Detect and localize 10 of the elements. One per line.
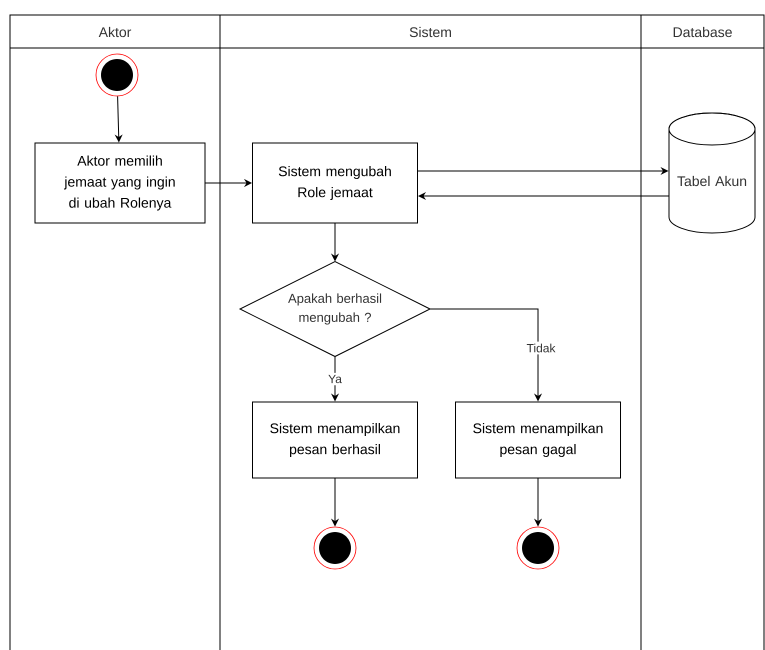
process-box: Sistem mengubah Role jemaat <box>252 142 418 224</box>
process-box: Aktor memilih jemaat yang ingin di ubah Rolenya <box>34 142 206 224</box>
process-box: Sistem menampilkan pesan gagal <box>455 402 621 478</box>
database-cylinder: Tabel Akun <box>668 112 756 234</box>
end-node <box>516 526 560 570</box>
end-node <box>314 526 356 570</box>
start-node <box>96 54 138 96</box>
edge-label: Tidak <box>524 342 558 354</box>
process-box: Sistem menampilkan pesan berhasil <box>252 402 418 478</box>
edge-label: Ya <box>326 372 344 386</box>
